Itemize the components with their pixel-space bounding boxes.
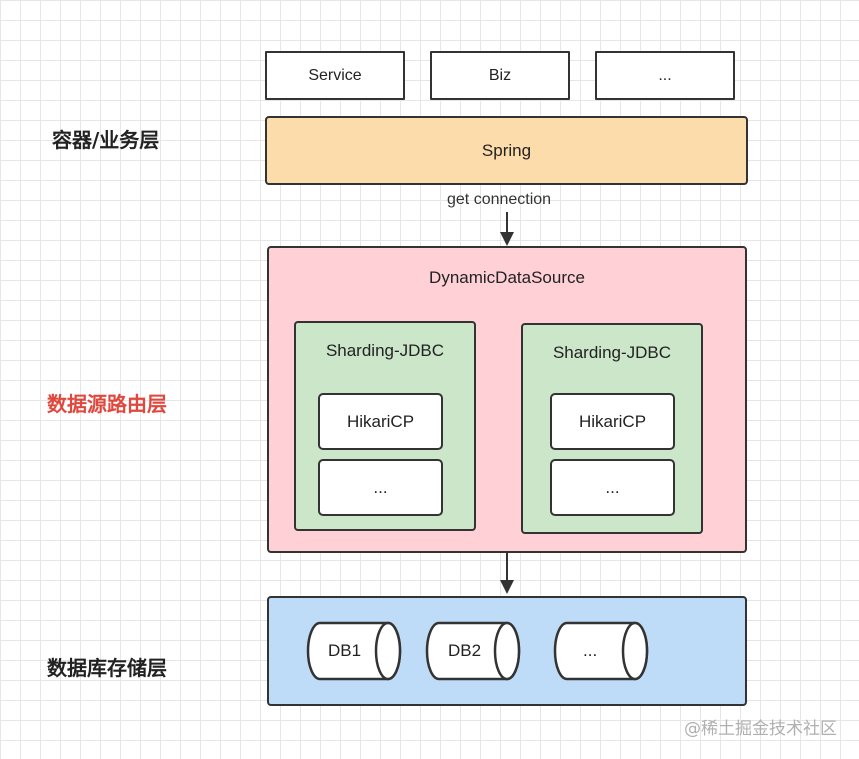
pool-more-box-1: ... <box>318 459 443 516</box>
dynamic-data-source-title: DynamicDataSource <box>429 268 585 287</box>
sharding-jdbc-title-1: Sharding-JDBC <box>325 341 445 360</box>
storage-arrow-line <box>506 553 508 581</box>
layer-label-routing: 数据源路由层 <box>47 392 167 416</box>
sharding-jdbc-title-2: Sharding-JDBC <box>552 343 672 362</box>
more-box: ... <box>595 51 735 100</box>
watermark: @稀土掘金技术社区 <box>684 719 837 739</box>
connection-arrow-head <box>500 232 514 246</box>
db2-label: DB2 <box>448 641 482 660</box>
hikaricp-box-1: HikariCP <box>318 393 443 450</box>
hikaricp-box-2: HikariCP <box>550 393 675 450</box>
storage-arrow-head <box>500 580 514 594</box>
pool-more-box-2: ... <box>550 459 675 516</box>
db2-cylinder-icon <box>425 621 521 681</box>
connection-label: get connection <box>447 191 552 208</box>
db-more-label: ... <box>583 641 598 660</box>
db1-label: DB1 <box>328 641 362 660</box>
db1-cylinder-icon <box>306 621 402 681</box>
service-box: Service <box>265 51 405 100</box>
connection-arrow-line <box>506 212 508 234</box>
db-more-cylinder-icon <box>553 621 649 681</box>
biz-box: Biz <box>430 51 570 100</box>
layer-label-storage: 数据库存储层 <box>47 656 167 680</box>
spring-box: Spring <box>265 116 748 185</box>
layer-label-business: 容器/业务层 <box>52 128 160 152</box>
